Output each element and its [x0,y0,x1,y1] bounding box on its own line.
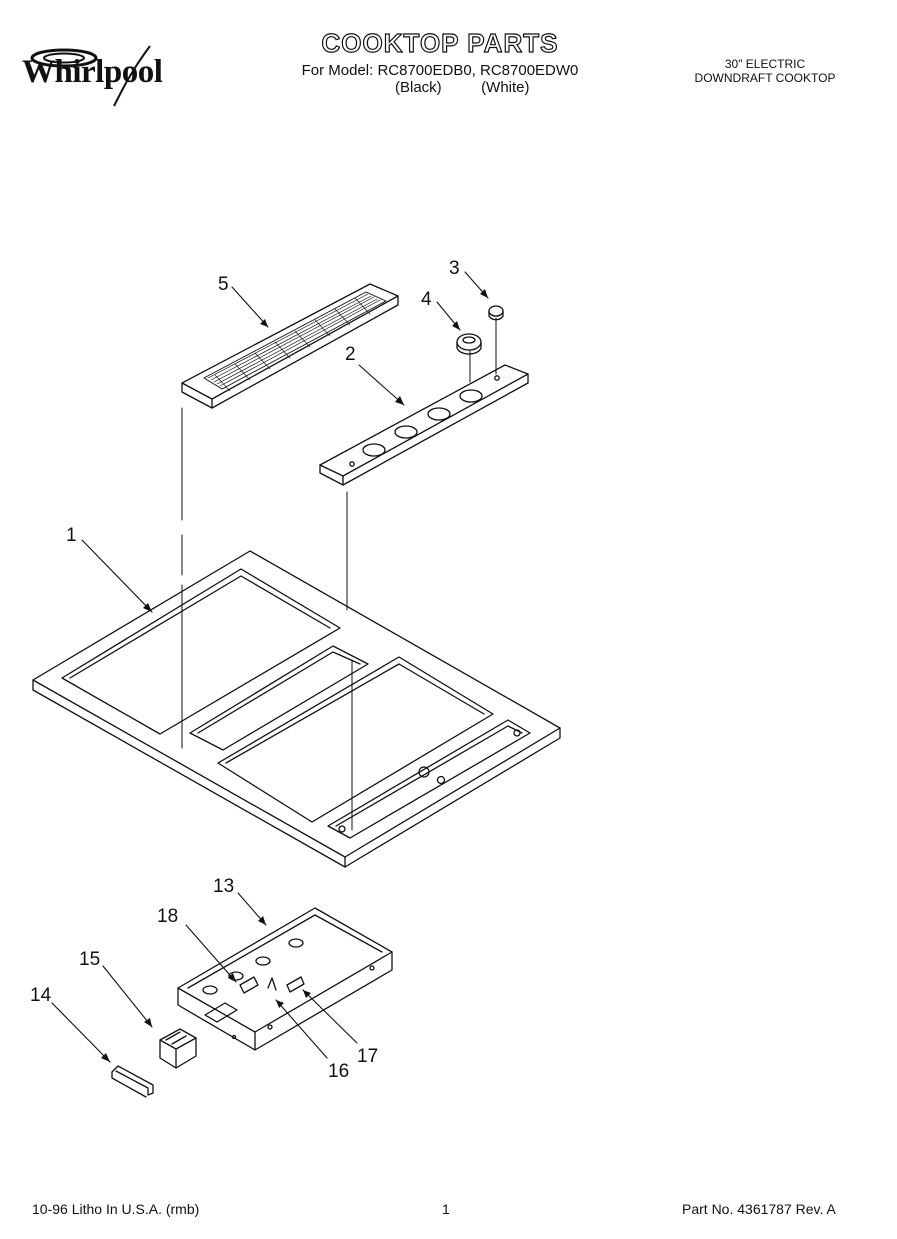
product-description: 30" ELECTRIC DOWNDRAFT COOKTOP [660,57,870,85]
assembly-guide-lines [181,317,497,831]
variant-white: (White) [481,79,530,96]
model-variants: (Black) (White) [395,79,595,96]
part-1-cooktop-frame [32,550,561,868]
logo-swirl-icon [30,45,151,107]
part-13-control-box [177,907,393,1051]
desc-line-1: 30" ELECTRIC [724,57,806,71]
callout-15: 15 [79,949,100,970]
page-title: COOKTOP PARTS [321,27,559,58]
brand-name: Whirlpool [22,54,163,90]
callout-5: 5 [218,274,229,295]
variant-black: (Black) [395,79,442,96]
callout-1: 1 [66,525,77,546]
callout-14: 14 [30,985,52,1006]
part-5-vent-grille [181,283,399,409]
callout-labels: 5 2 4 3 1 13 18 15 14 16 17 [30,258,460,1082]
callout-arrowheads [101,289,488,1062]
callout-18: 18 [157,906,178,927]
callout-4: 4 [421,289,432,310]
part-number: Part No. 4361787 Rev. A [682,1201,836,1217]
callout-17: 17 [357,1046,378,1067]
part-15-terminal-block [159,1028,197,1069]
part-2-control-panel [319,364,529,486]
callout-2: 2 [345,344,356,365]
desc-line-2: DOWNDRAFT COOKTOP [694,71,836,85]
whirlpool-logo: Whirlpool [22,40,187,110]
part-14-bracket [111,1065,154,1098]
part-4-control-knob [456,333,482,355]
callout-leaders [51,271,489,1063]
callout-3: 3 [449,258,460,279]
model-line: For Model: RC8700EDB0, RC8700EDW0 [301,62,579,79]
page-number: 1 [442,1201,450,1217]
callout-13: 13 [213,876,234,897]
callout-16: 16 [328,1061,349,1082]
footer-print-info: 10-96 Litho In U.S.A. (rmb) [32,1201,200,1217]
